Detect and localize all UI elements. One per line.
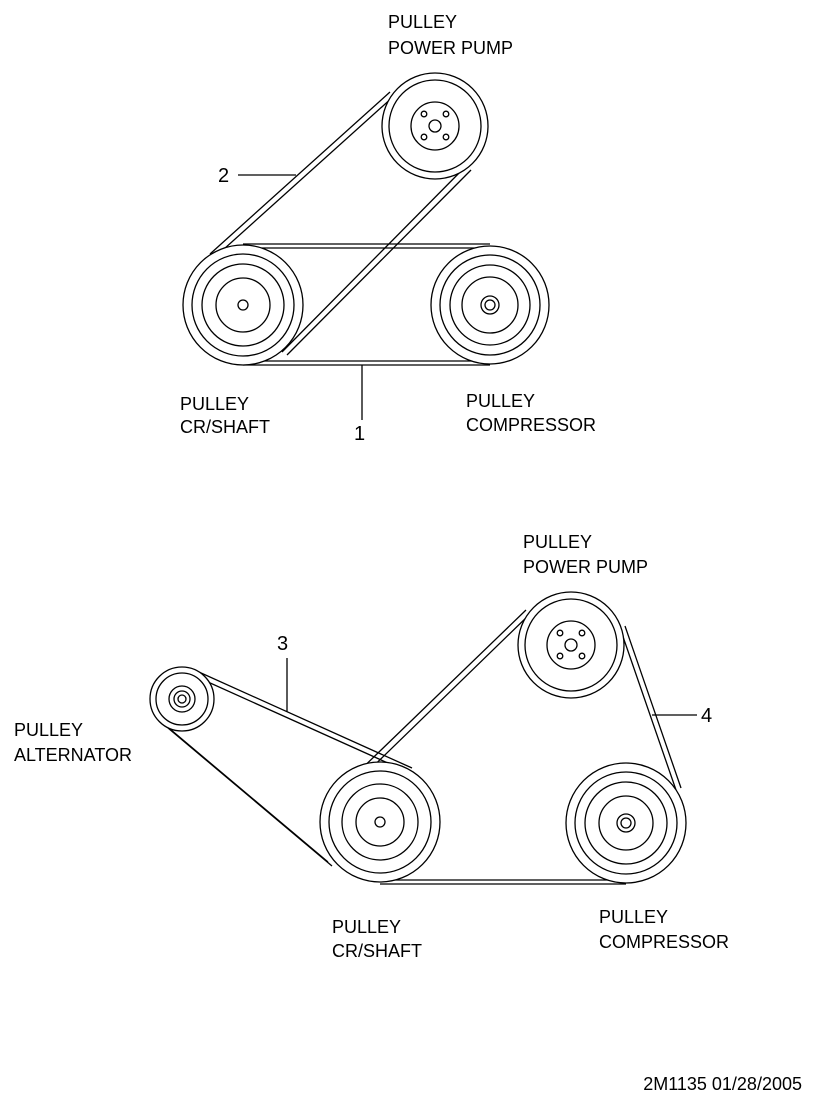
label-crankshaft-line1: PULLEY [180,394,249,414]
pulley-crankshaft-bottom [319,761,441,883]
pulley-alternator [149,666,215,732]
callout-belt-2: 2 [218,165,229,187]
belt-1 [243,243,490,366]
belt-3 [163,667,413,867]
top-diagram: PULLEY POWER PUMP 2 PULLEY CR/SHAFT 1 PU… [180,12,596,445]
drawing-code: 2M1135 01/28/2005 [643,1074,802,1094]
pulley-crankshaft-top [182,244,304,366]
label-compressor-line1: PULLEY [466,391,535,411]
label-power-pump-line1: PULLEY [523,532,592,552]
label-power-pump-line2: POWER PUMP [523,557,648,577]
label-power-pump-line1: PULLEY [388,12,457,32]
pulley-power-pump-top [381,72,489,180]
label-alternator-line1: PULLEY [14,720,83,740]
callout-belt-4: 4 [701,705,712,727]
pulley-power-pump-bottom [517,591,625,699]
label-crankshaft-line2: CR/SHAFT [180,417,270,437]
label-crankshaft-line2: CR/SHAFT [332,941,422,961]
label-compressor-line2: COMPRESSOR [599,932,729,952]
label-alternator-line2: ALTERNATOR [14,745,132,765]
label-crankshaft-line1: PULLEY [332,917,401,937]
callout-belt-1: 1 [354,423,365,445]
pulley-compressor-top [430,245,550,365]
label-power-pump-line2: POWER PUMP [388,38,513,58]
bottom-diagram: PULLEY POWER PUMP 3 PULLEY ALTERNATOR 4 … [14,532,729,961]
callout-belt-3: 3 [277,633,288,655]
belt-4 [349,609,682,885]
pulley-compressor-bottom [565,762,687,884]
label-compressor-line1: PULLEY [599,907,668,927]
belt-2 [209,91,472,356]
label-compressor-line2: COMPRESSOR [466,415,596,435]
